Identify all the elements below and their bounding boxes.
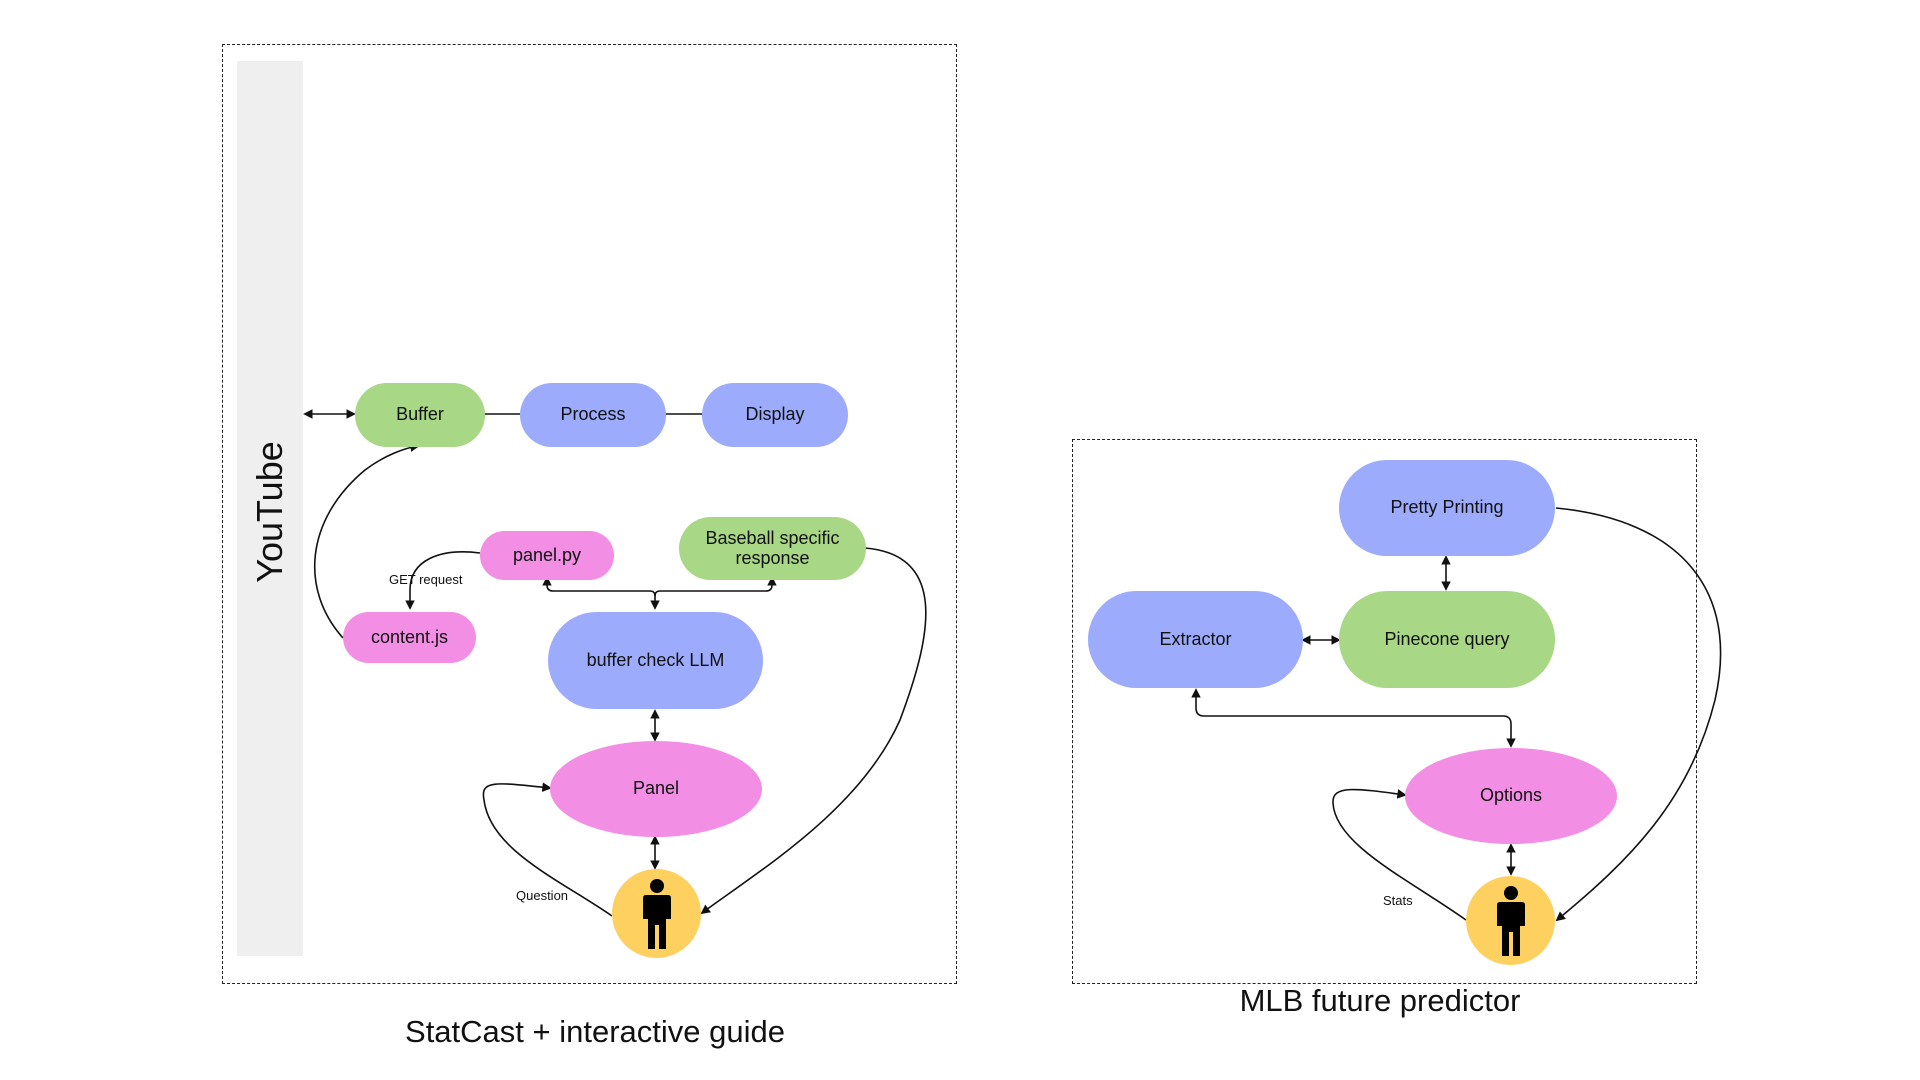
person-icon — [642, 878, 671, 949]
content-js-node: content.js — [343, 612, 476, 663]
baseball-response-node: Baseball specific response — [679, 517, 866, 580]
edge-llm-panelpy — [542, 576, 660, 610]
user-right — [1466, 876, 1555, 965]
statcast-caption: StatCast + interactive guide — [405, 1014, 785, 1049]
edge-response-user — [700, 547, 927, 915]
display-node: Display — [702, 383, 848, 447]
mlb-frame — [1072, 439, 1697, 984]
user-left — [612, 869, 701, 958]
edge-extractor-options — [1191, 688, 1516, 748]
get-request-label: GET request — [389, 572, 463, 587]
edge-user-options-stats — [1332, 788, 1467, 921]
edge-panelpy-contentjs — [405, 551, 481, 610]
edge-pretty-user — [1555, 507, 1722, 922]
person-icon — [1496, 885, 1525, 956]
panel-py-node: panel.py — [480, 531, 614, 580]
extractor-node: Extractor — [1088, 591, 1303, 688]
stats-label: Stats — [1383, 893, 1413, 908]
edge-contentjs-buffer — [314, 442, 420, 639]
question-label: Question — [516, 888, 569, 903]
process-node: Process — [520, 383, 666, 447]
statcast-frame — [222, 44, 957, 984]
options-node: Options — [1405, 748, 1617, 844]
youtube-sidebar — [237, 61, 303, 956]
buffer-check-llm-node: buffer check LLM — [548, 612, 763, 709]
edge-llm-response — [654, 576, 777, 597]
edge-user-panel-question — [482, 782, 613, 917]
pinecone-query-node: Pinecone query — [1339, 591, 1555, 688]
pretty-printing-node: Pretty Printing — [1339, 460, 1555, 556]
panel-node: Panel — [550, 741, 762, 837]
mlb-caption: MLB future predictor — [1239, 983, 1521, 1018]
buffer-node: Buffer — [355, 383, 485, 447]
